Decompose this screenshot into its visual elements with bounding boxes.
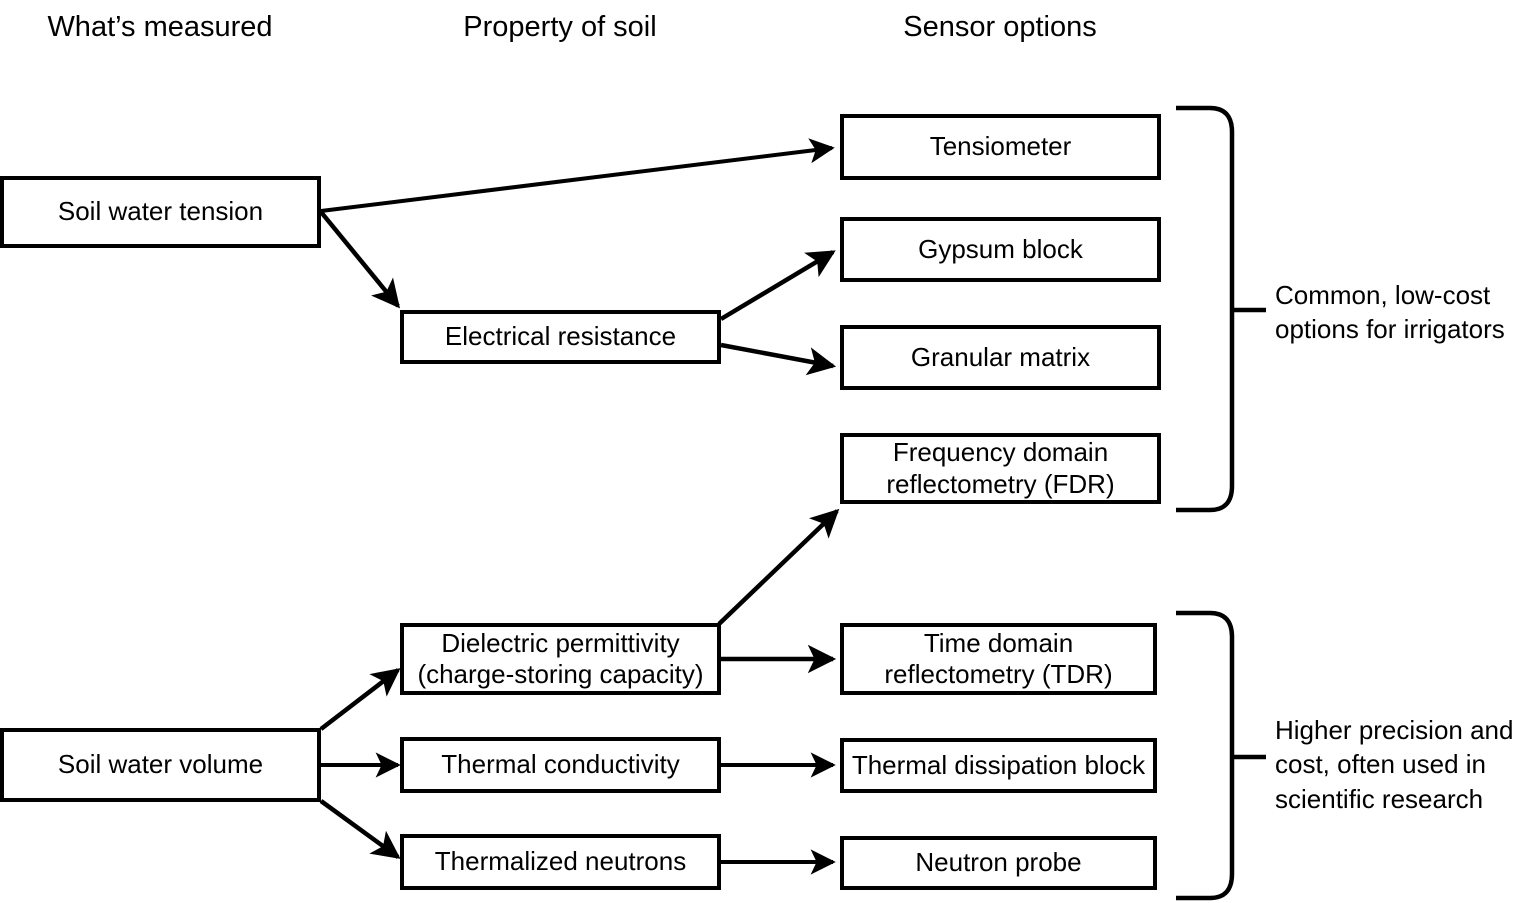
node-neutron-probe[interactable]: Neutron probe bbox=[840, 836, 1157, 890]
node-soil-water-tension[interactable]: Soil water tension bbox=[0, 176, 321, 248]
brace-upper bbox=[1176, 105, 1235, 513]
node-granular-matrix[interactable]: Granular matrix bbox=[840, 325, 1161, 390]
arrow-tension-to-tensiometer bbox=[320, 138, 835, 213]
annotation-higher-precision-line1: Higher precision and bbox=[1275, 715, 1514, 745]
arrow-resistance-to-gypsum-block bbox=[719, 250, 836, 321]
node-thermalized-neutrons[interactable]: Thermalized neutrons bbox=[400, 834, 721, 890]
column-header-whats-measured: What’s measured bbox=[47, 11, 273, 43]
node-fdr-line1: Frequency domain bbox=[892, 437, 1109, 468]
annotation-common-low-cost: Common, low-cost options for irrigators bbox=[1275, 278, 1530, 347]
node-fdr-line2: reflectometry (FDR) bbox=[886, 468, 1115, 499]
node-tdr-line2: reflectometry (TDR) bbox=[884, 659, 1113, 689]
arrow-resistance-to-granular-matrix bbox=[720, 342, 837, 376]
node-soil-water-volume[interactable]: Soil water volume bbox=[0, 728, 321, 802]
node-frequency-domain-reflectometry[interactable]: Frequency domain reflectometry (FDR) bbox=[840, 433, 1161, 504]
node-electrical-resistance[interactable]: Electrical resistance bbox=[400, 310, 721, 364]
node-tdr-line1: Time domain bbox=[923, 627, 1074, 658]
node-dielectric-permittivity-line2: (charge-storing capacity) bbox=[417, 659, 704, 689]
node-time-domain-reflectometry[interactable]: Time domain reflectometry (TDR) bbox=[840, 623, 1157, 695]
annotation-common-low-cost-line1: Common, low-cost bbox=[1275, 280, 1491, 310]
node-dielectric-permittivity-line1: Dielectric permittivity bbox=[441, 627, 680, 658]
arrow-volume-to-dielectric bbox=[319, 668, 401, 731]
annotation-higher-precision-line3: scientific research bbox=[1275, 783, 1484, 814]
column-header-property-of-soil: Property of soil bbox=[463, 11, 657, 43]
node-thermal-dissipation-block[interactable]: Thermal dissipation block bbox=[840, 738, 1157, 793]
brace-lower bbox=[1176, 610, 1235, 901]
arrow-tension-to-electrical-resistance bbox=[319, 210, 400, 309]
annotation-higher-precision-line2: cost, often used in bbox=[1275, 749, 1487, 780]
annotation-common-low-cost-line2: options for irrigators bbox=[1275, 314, 1505, 345]
node-dielectric-permittivity[interactable]: Dielectric permittivity (charge-storing … bbox=[400, 623, 721, 695]
arrow-dielectric-to-fdr bbox=[717, 508, 840, 626]
node-gypsum-block[interactable]: Gypsum block bbox=[840, 217, 1161, 282]
node-tensiometer[interactable]: Tensiometer bbox=[840, 114, 1161, 180]
column-header-sensor-options: Sensor options bbox=[903, 11, 1097, 43]
node-thermal-conductivity[interactable]: Thermal conductivity bbox=[400, 737, 721, 793]
annotation-higher-precision: Higher precision and cost, often used in… bbox=[1275, 713, 1525, 816]
arrow-volume-to-thermalized-neutrons bbox=[319, 799, 401, 859]
